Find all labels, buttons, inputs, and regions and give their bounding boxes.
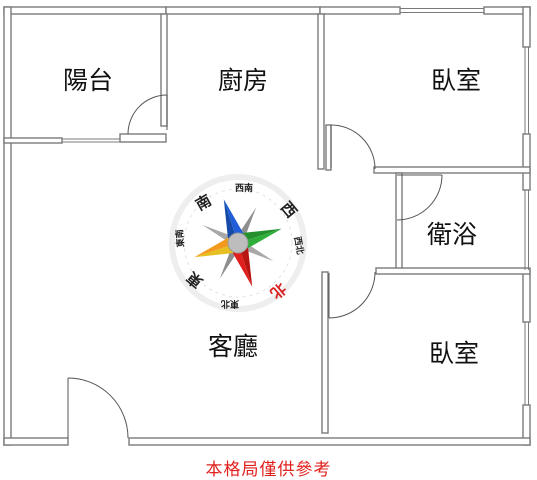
wall-balcony-bottom-right bbox=[119, 133, 167, 143]
compass-label-northeast: 東北 bbox=[221, 298, 239, 310]
wall-bottom-left bbox=[3, 437, 69, 446]
wall-bottom-main bbox=[128, 437, 531, 446]
wall-right-2 bbox=[522, 133, 531, 191]
compass-center bbox=[227, 232, 249, 254]
compass-point-blue-a bbox=[223, 199, 244, 243]
wall-top-kitchen bbox=[165, 6, 321, 15]
windows bbox=[62, 8, 529, 405]
wall-bedroom-bottom-left bbox=[321, 271, 329, 434]
compass-label-southwest: 西南 bbox=[235, 182, 253, 194]
compass: 南 西南 西 西北 北 東北 東 東南 bbox=[169, 174, 307, 312]
compass-point-green-a bbox=[238, 228, 282, 249]
room-label-balcony: 陽台 bbox=[63, 66, 113, 95]
compass-point-orange-a bbox=[194, 237, 238, 258]
room-label-kitchen: 廚房 bbox=[218, 66, 268, 95]
compass-tick-ring bbox=[183, 188, 293, 298]
wall-left bbox=[3, 6, 12, 446]
door-bathroom bbox=[396, 174, 443, 221]
wall-right-1 bbox=[522, 6, 531, 48]
room-label-living-room: 客廳 bbox=[208, 332, 258, 361]
compass-label-northwest: 西北 bbox=[291, 236, 306, 256]
door-bedroom-bottom bbox=[328, 271, 376, 319]
room-label-bedroom-bottom: 臥室 bbox=[429, 339, 479, 368]
door-bedroom-top bbox=[330, 124, 376, 170]
compass-label-southeast: 東南 bbox=[173, 229, 187, 248]
wall-bath-bottom bbox=[375, 267, 531, 275]
compass-point-orange-b bbox=[194, 243, 238, 258]
door-balcony bbox=[127, 94, 168, 135]
room-label-bathroom: 衛浴 bbox=[427, 220, 477, 249]
compass-point-blue-b bbox=[223, 199, 238, 243]
walls bbox=[3, 6, 531, 446]
wall-bedroom-top-bottom bbox=[373, 166, 531, 174]
wall-balcony-kitchen bbox=[160, 13, 168, 127]
wall-bath-left bbox=[395, 172, 403, 273]
wall-kitchen-bedroom bbox=[317, 13, 325, 170]
wall-right-3 bbox=[522, 269, 531, 323]
door-entrance bbox=[67, 377, 129, 439]
compass-point-red-a bbox=[232, 243, 253, 287]
wall-top-bedroom-left bbox=[319, 6, 401, 15]
compass-point-red-b bbox=[238, 243, 253, 287]
wall-top-balcony bbox=[3, 6, 167, 15]
caption-disclaimer: 本格局僅供參考 bbox=[205, 460, 332, 480]
wall-bedroom-door-jamb bbox=[325, 124, 332, 171]
room-label-bedroom-top: 臥室 bbox=[431, 66, 481, 95]
wall-balcony-bottom-left bbox=[3, 137, 63, 144]
doors bbox=[67, 94, 443, 439]
